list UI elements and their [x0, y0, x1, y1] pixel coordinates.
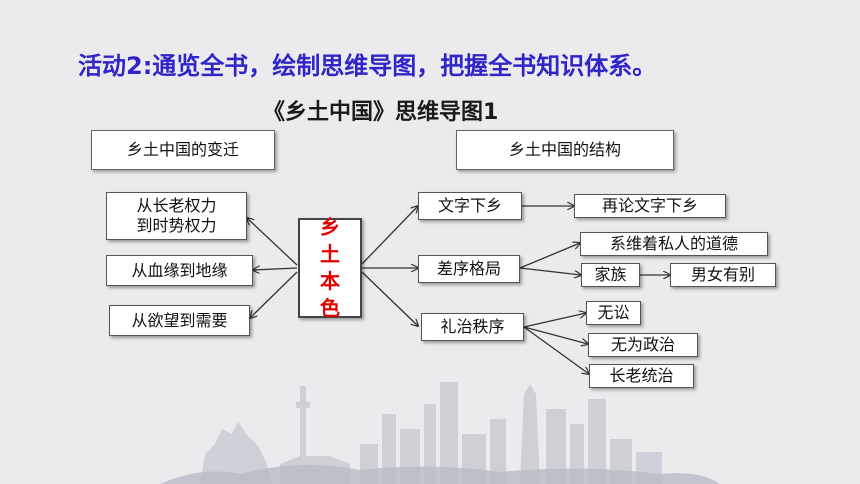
header-changes: 乡土中国的变迁 [91, 130, 275, 170]
node-label: 再论文字下乡 [601, 196, 698, 215]
node-desire-to-need: 从欲望到需要 [109, 305, 250, 336]
node-blood-to-region: 从血缘到地缘 [106, 255, 253, 286]
link-chaxu-jiazu [519, 267, 581, 275]
mindmap-title: 《乡土中国》思维导图1 [263, 100, 499, 125]
activity-title: 活动2:通览全书，绘制思维导图，把握全书知识体系。 [78, 52, 657, 80]
node-elder-to-time-power: 从长老权力 到时势权力 [106, 192, 247, 240]
node-lizhi-zhixu: 礼治秩序 [421, 313, 524, 341]
node-chaxu-geju: 差序格局 [418, 255, 520, 283]
center-char: 乡 [320, 215, 340, 239]
node-zailun-wenzi: 再论文字下乡 [574, 194, 726, 218]
node-label: 男女有别 [690, 265, 755, 284]
node-xiwei-daode: 系维着私人的道德 [580, 232, 768, 256]
link-center-n2 [253, 268, 298, 270]
center-char: 土 [320, 242, 340, 266]
header-structure: 乡土中国的结构 [456, 130, 674, 170]
node-label: 无讼 [597, 303, 630, 322]
node-label: 从血缘到地缘 [131, 260, 228, 280]
link-center-lizhi [361, 271, 418, 326]
node-label: 礼治秩序 [440, 317, 505, 336]
node-nannv-youbie: 男女有别 [670, 263, 776, 287]
node-label: 文字下乡 [437, 196, 502, 215]
center-char: 色 [320, 296, 340, 320]
city-skyline-illustration [160, 382, 720, 484]
link-lizhi-zhanglao [523, 326, 589, 374]
link-center-n1 [247, 218, 298, 266]
node-line: 到时势权力 [136, 216, 217, 235]
header-changes-label: 乡土中国的变迁 [126, 140, 239, 159]
center-char: 本 [320, 269, 340, 293]
node-label: 从欲望到需要 [131, 310, 228, 330]
node-label: 无为政治 [610, 335, 675, 354]
node-zhanglao-tongzhi: 长老统治 [589, 364, 694, 388]
node-label: 差序格局 [436, 259, 501, 278]
center-node: 乡 土 本 色 [298, 215, 362, 320]
link-center-wenzi [361, 206, 418, 265]
node-label: 长老统治 [609, 366, 674, 385]
node-label: 家族 [594, 265, 627, 284]
link-center-n3 [250, 271, 298, 318]
node-wenzi-xiaxiang: 文字下乡 [418, 192, 522, 220]
node-label: 系维着私人的道德 [609, 234, 738, 253]
link-lizhi-wusong [523, 313, 586, 328]
node-line: 从长老权力 [136, 196, 217, 215]
header-structure-label: 乡土中国的结构 [508, 140, 621, 159]
link-chaxu-xiwei [519, 243, 580, 269]
node-jiazu: 家族 [581, 263, 640, 287]
link-lizhi-wuwei [523, 326, 588, 344]
node-wusong: 无讼 [586, 301, 641, 325]
node-wuwei-zhengzhi: 无为政治 [588, 333, 698, 357]
